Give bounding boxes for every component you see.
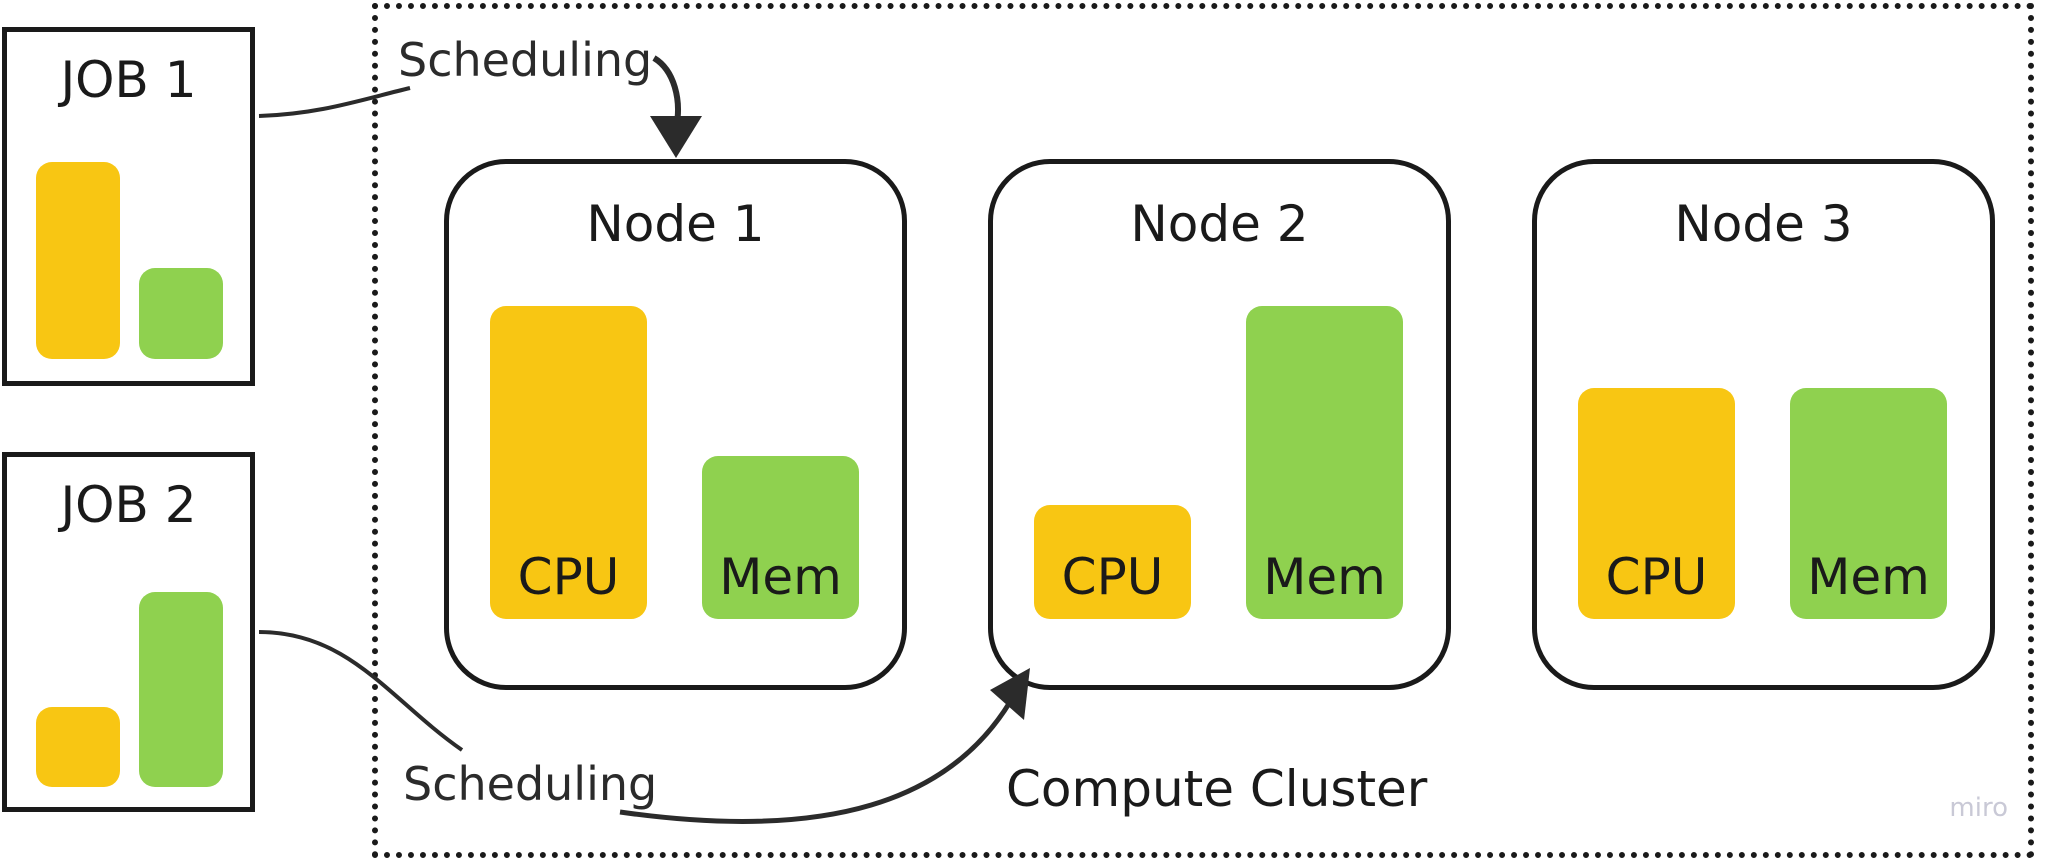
node-1[interactable]: Node 1 CPU Mem xyxy=(444,159,907,690)
node-2-mem-label: Mem xyxy=(1263,548,1386,606)
node-2-mem-bar: Mem xyxy=(1246,306,1403,619)
job-1-cpu-bar xyxy=(36,162,120,359)
edge-label-scheduling-1: Scheduling xyxy=(398,33,653,87)
node-1-cpu-bar: CPU xyxy=(490,306,647,619)
node-3-mem-label: Mem xyxy=(1807,548,1930,606)
node-2-cpu-bar: CPU xyxy=(1034,505,1191,619)
node-1-title: Node 1 xyxy=(586,195,765,253)
node-1-mem-bar: Mem xyxy=(702,456,859,619)
compute-cluster-label: Compute Cluster xyxy=(1006,760,1428,818)
node-3[interactable]: Node 3 CPU Mem xyxy=(1532,159,1995,690)
job-1-mem-bar xyxy=(139,268,223,359)
node-2-title: Node 2 xyxy=(1130,195,1309,253)
node-1-mem-label: Mem xyxy=(719,548,842,606)
schedule-2-arrow-line xyxy=(619,700,1013,824)
schedule-2-arrowhead xyxy=(990,668,1030,720)
node-3-title: Node 3 xyxy=(1674,195,1853,253)
node-2[interactable]: Node 2 CPU Mem xyxy=(988,159,1451,690)
node-3-cpu-label: CPU xyxy=(1605,548,1708,606)
job-1-connector-line xyxy=(258,86,411,118)
job-1-box[interactable]: JOB 1 xyxy=(2,27,255,386)
edge-label-scheduling-2: Scheduling xyxy=(403,757,658,811)
miro-watermark: miro xyxy=(1949,793,2008,823)
job-2-title: JOB 2 xyxy=(60,476,197,534)
job-2-mem-bar xyxy=(139,592,223,787)
node-3-mem-bar: Mem xyxy=(1790,388,1947,619)
node-1-cpu-label: CPU xyxy=(517,548,620,606)
schedule-1-arrowhead xyxy=(650,116,702,158)
job-2-box[interactable]: JOB 2 xyxy=(2,452,255,812)
compute-cluster-boundary xyxy=(372,3,2034,858)
job-2-cpu-bar xyxy=(36,707,120,787)
node-2-cpu-label: CPU xyxy=(1061,548,1164,606)
node-3-cpu-bar: CPU xyxy=(1578,388,1735,619)
job-1-title: JOB 1 xyxy=(60,51,197,109)
job-2-connector-line xyxy=(258,630,464,752)
